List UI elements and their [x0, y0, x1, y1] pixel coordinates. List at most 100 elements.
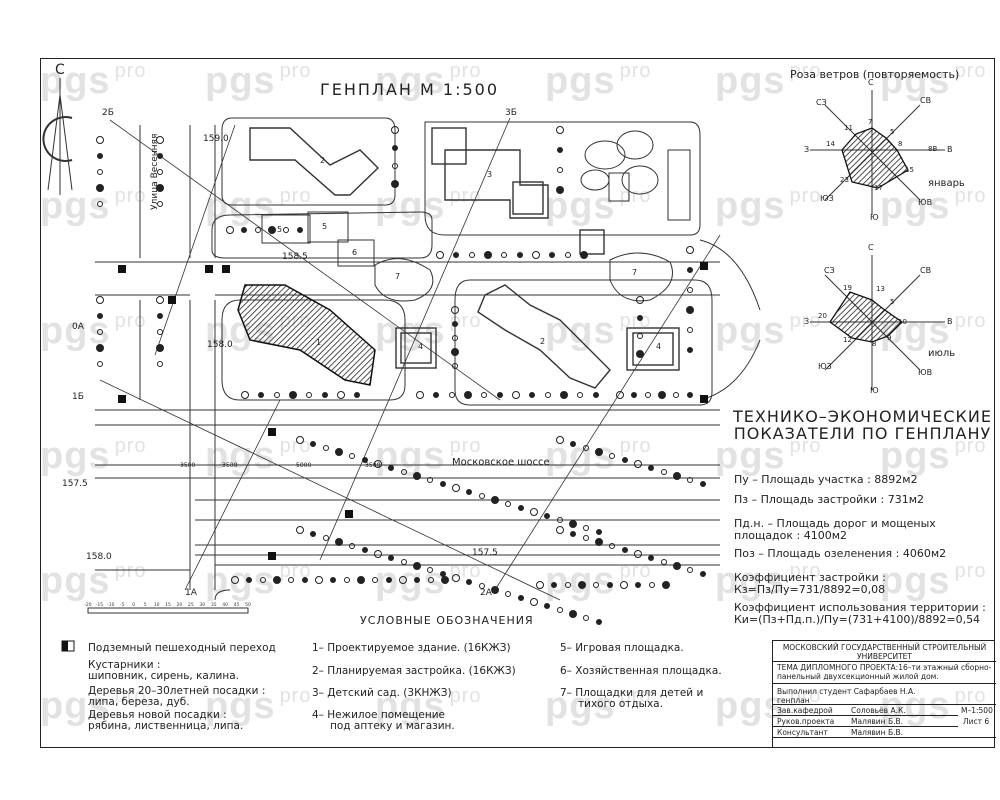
tree-symbol: [96, 184, 104, 192]
tree-symbol: [296, 436, 304, 444]
tree-symbol: [595, 538, 603, 546]
tree-symbol: [557, 517, 563, 523]
rose-jan-value-sw: 23: [840, 176, 849, 184]
tree-symbol: [570, 441, 576, 447]
tree-symbol: [686, 306, 694, 314]
scale-tick-label: 50: [245, 602, 251, 608]
scale-tick-label: 10: [154, 602, 160, 608]
tree-symbol: [661, 559, 667, 565]
tree-symbol: [551, 582, 557, 588]
legend-item: 3– Детский сад. (3КНЖЗ): [312, 687, 452, 699]
tree-symbol: [258, 392, 264, 398]
tree-symbol: [481, 392, 487, 398]
pedestrian-crossings: [61, 262, 708, 652]
tree-symbol: [469, 252, 475, 258]
tree-symbol: [156, 184, 164, 192]
plan-number: 1: [316, 338, 322, 347]
dimension-label: 3500: [365, 462, 381, 469]
tree-symbol: [466, 579, 472, 585]
tree-symbol: [268, 226, 276, 234]
stamp-sheet: Лист 6: [963, 717, 990, 726]
building-1-projected: [237, 284, 376, 386]
north-arrow-icon: [42, 78, 73, 195]
stamp-name: Малявин Б.В.: [851, 717, 904, 726]
tree-symbol: [156, 296, 164, 304]
tree-symbol: [283, 227, 289, 233]
elevation-mark: 158.0: [207, 340, 233, 350]
plan-title: ГЕНПЛАН М 1:500: [320, 80, 500, 99]
rose-jul-value-nw: 19: [843, 284, 852, 292]
legend-symbol-label: Кустарники :: [88, 659, 161, 671]
rose-jan-dir-s: Ю: [870, 213, 879, 222]
project-theme: ТЕМА ДИПЛОМНОГО ПРОЕКТА:16–ти этажный сб…: [777, 663, 992, 681]
wind-rose-january: [810, 90, 945, 215]
legend-symbol-label: Деревья 20–30летней посадки :: [88, 685, 266, 697]
tree-symbol: [399, 576, 407, 584]
tree-symbol: [530, 598, 538, 606]
tree-symbol: [557, 167, 563, 173]
tree-symbol: [241, 391, 249, 399]
rose-jan-dir-se: ЮВ: [918, 198, 933, 207]
tree-symbol: [479, 583, 485, 589]
tree-symbol: [479, 493, 485, 499]
tree-symbol: [374, 550, 382, 558]
scale-tick-label: 15: [165, 602, 171, 608]
tree-symbol: [231, 576, 239, 584]
tree-symbol: [518, 595, 524, 601]
tree-symbol: [700, 571, 706, 577]
legend-item: 2– Планируемая застройка. (16КЖЗ): [312, 665, 516, 677]
tree-symbol: [401, 559, 407, 565]
rose-jan-value-e: 8: [898, 140, 903, 148]
legend-title: УСЛОВНЫЕ ОБОЗНАЧЕНИЯ: [360, 614, 534, 627]
tree-symbol: [556, 126, 564, 134]
tree-symbol: [505, 501, 511, 507]
scale-tick-label: 40: [222, 602, 228, 608]
section-mark-2b: 2Б: [102, 108, 114, 118]
tree-symbol: [296, 526, 304, 534]
tree-symbol: [391, 180, 399, 188]
tree-symbol: [413, 562, 421, 570]
tree-symbol: [337, 391, 345, 399]
tree-symbol: [372, 577, 378, 583]
tep-line: Пз – Площадь застройки : 731м2: [734, 493, 925, 506]
tree-symbol: [416, 391, 424, 399]
tree-symbol: [557, 147, 563, 153]
tree-symbol: [501, 252, 507, 258]
plan-number: 6: [352, 248, 358, 257]
scale-tick-label: 45: [234, 602, 240, 608]
legend-item: 4– Нежилое помещение: [312, 709, 446, 721]
tree-symbol: [453, 252, 459, 258]
tree-symbol: [156, 344, 164, 352]
rose-jul-dir-s: Ю: [870, 386, 879, 395]
plan-number: 7: [632, 268, 638, 277]
tree-symbol: [451, 348, 459, 356]
tree-symbol: [686, 246, 694, 254]
tree-symbol: [451, 306, 459, 314]
legend-symbol-label: Подземный пешеходный переход: [88, 642, 276, 654]
tree-symbol: [440, 481, 446, 487]
tree-symbol: [96, 344, 104, 352]
tree-symbol: [556, 436, 564, 444]
tree-symbol: [274, 392, 280, 398]
tree-symbol: [583, 445, 589, 451]
tree-symbol: [620, 581, 628, 589]
legend-symbol-label: липа, береза, дуб.: [88, 696, 190, 708]
tree-symbol: [349, 453, 355, 459]
legend-item: 5– Игровая площадка.: [560, 642, 684, 654]
tree-symbol: [97, 361, 103, 367]
rose-jan-extra: 8В: [928, 145, 938, 153]
tree-symbol: [609, 453, 615, 459]
rose-jul-value-ne: 5: [890, 298, 895, 306]
tree-symbol: [578, 581, 586, 589]
rose-jan-value-ne: 5: [890, 128, 895, 136]
plan-number: 4: [656, 342, 662, 351]
rose-jul-value-e: 10: [898, 318, 907, 326]
